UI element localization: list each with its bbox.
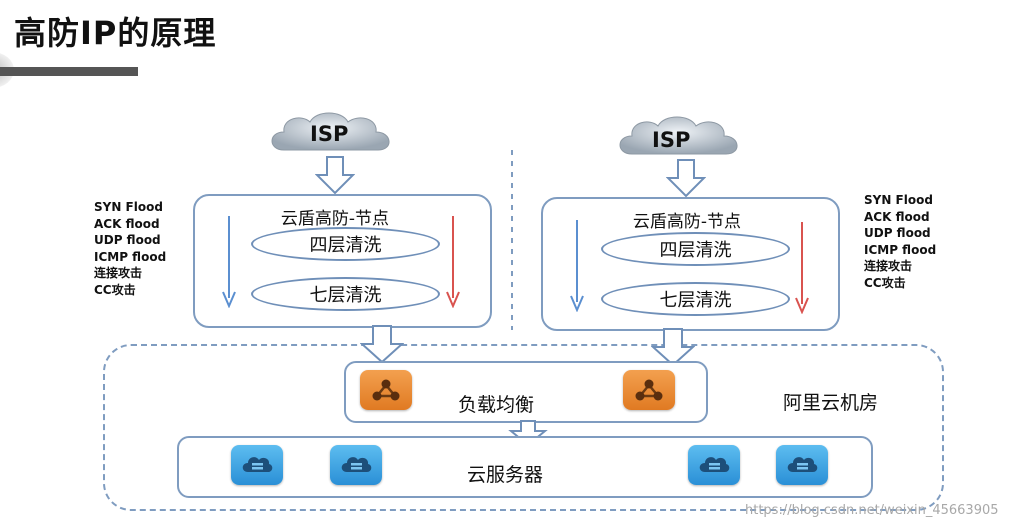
watermark-url: https://blog.csdn.net/weixin_45663905 bbox=[745, 503, 999, 518]
cloud-server-icon bbox=[231, 445, 283, 485]
title-underline bbox=[0, 67, 138, 76]
isp-label-right: ISP bbox=[652, 128, 691, 152]
isp-cloud-left: ISP bbox=[266, 106, 396, 160]
load-balancer-icon bbox=[360, 370, 412, 410]
attack-list-left: SYN Flood ACK flood UDP flood ICMP flood… bbox=[94, 199, 166, 298]
blue-down-arrow-right bbox=[570, 220, 584, 312]
attack-item: UDP flood bbox=[864, 226, 931, 240]
load-balancer-icon bbox=[623, 370, 675, 410]
layer7-cleaning-left: 七层清洗 bbox=[251, 277, 440, 311]
down-arrow-isp-left bbox=[315, 156, 355, 195]
attack-item: SYN Flood bbox=[94, 200, 163, 214]
datacenter-label: 阿里云机房 bbox=[783, 392, 879, 414]
red-down-arrow-left bbox=[446, 216, 460, 308]
cloud-servers-label: 云服务器 bbox=[467, 464, 544, 486]
isp-cloud-right: ISP bbox=[614, 110, 744, 164]
down-arrow-isp-right bbox=[666, 159, 706, 198]
node-title-left: 云盾高防-节点 bbox=[280, 209, 390, 229]
node-title-right: 云盾高防-节点 bbox=[632, 212, 742, 232]
red-down-arrow-right bbox=[795, 222, 809, 314]
divider-line bbox=[511, 150, 513, 330]
down-arrow-node-right bbox=[651, 328, 695, 367]
attack-item: CC攻击 bbox=[864, 275, 906, 290]
attack-item: SYN Flood bbox=[864, 193, 933, 207]
attack-item: ICMP flood bbox=[94, 249, 167, 264]
cloud-server-icon bbox=[776, 445, 828, 485]
layer4-cleaning-left: 四层清洗 bbox=[251, 227, 440, 261]
blue-down-arrow-left bbox=[222, 216, 236, 308]
page-title: 高防IP的原理 bbox=[14, 14, 217, 52]
attack-item: ICMP flood bbox=[864, 242, 937, 257]
cloud-icon bbox=[619, 116, 738, 155]
layer4-cleaning-right: 四层清洗 bbox=[601, 232, 790, 266]
attack-item: 连接攻击 bbox=[864, 259, 913, 273]
attack-item: UDP flood bbox=[94, 233, 161, 247]
aliyun-datacenter-box bbox=[103, 344, 944, 511]
isp-label-left: ISP bbox=[310, 122, 349, 146]
cloud-server-icon bbox=[688, 445, 740, 485]
attack-item: 连接攻击 bbox=[94, 266, 143, 280]
down-arrow-node-left bbox=[360, 325, 404, 364]
attack-item: ACK flood bbox=[864, 209, 930, 224]
attack-item: CC攻击 bbox=[94, 282, 136, 297]
cloud-server-icon bbox=[330, 445, 382, 485]
attack-item: ACK flood bbox=[94, 216, 160, 231]
cloud-servers-box bbox=[177, 436, 873, 498]
layer7-cleaning-right: 七层清洗 bbox=[601, 282, 790, 316]
attack-list-right: SYN Flood ACK flood UDP flood ICMP flood… bbox=[864, 192, 936, 291]
load-balancer-label: 负载均衡 bbox=[458, 394, 535, 416]
cloud-icon bbox=[271, 112, 390, 151]
